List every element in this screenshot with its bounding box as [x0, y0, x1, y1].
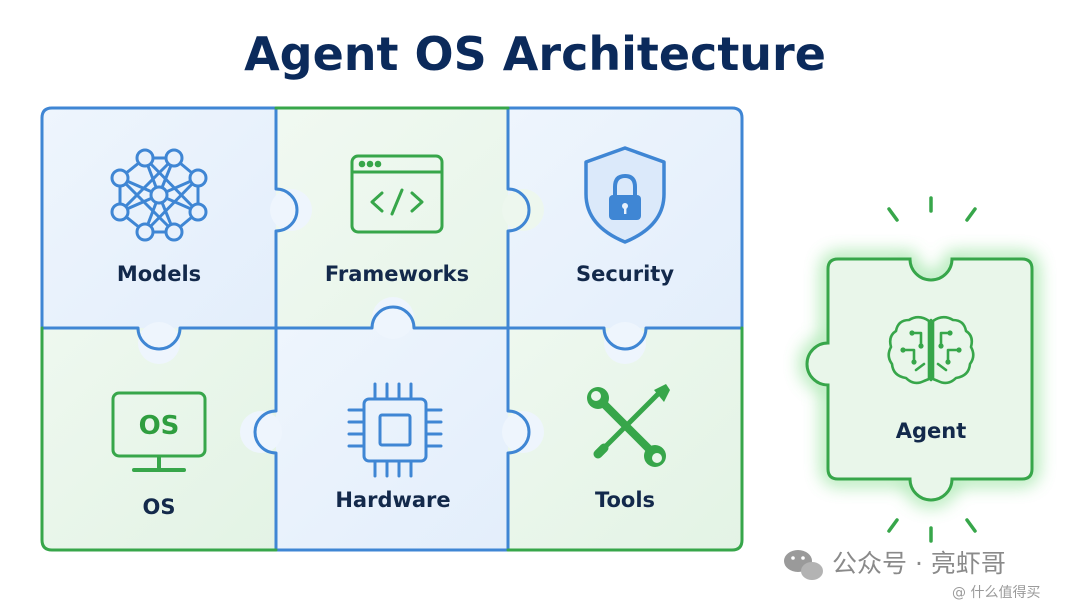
agent-label: Agent: [896, 419, 967, 443]
piece-hardware-fill: [276, 328, 508, 550]
monitor-icon: OS: [111, 391, 207, 472]
piece-label-frameworks: Frameworks: [325, 262, 469, 286]
piece-frameworks-fill: [276, 108, 508, 328]
monitor-screen-text: OS: [139, 411, 180, 441]
knob-hardware-tools: [502, 411, 544, 453]
agent-piece: Agent: [802, 196, 1037, 543]
piece-label-models: Models: [117, 262, 201, 286]
page-title: Agent OS Architecture: [244, 27, 826, 81]
brain-circuit-icon: [887, 315, 975, 385]
puzzle-grid: [40, 106, 744, 552]
piece-os-fill: [42, 328, 276, 550]
knob-hardware-os: [240, 411, 282, 453]
watermark-sub: @ 什么值得买: [952, 584, 1040, 601]
knob-models-os: [138, 322, 180, 364]
knob-frameworks-security: [502, 189, 544, 231]
agent-piece-shape: [805, 257, 1034, 502]
knob-security-tools: [604, 322, 646, 364]
knob-hardware-frameworks: [372, 297, 414, 339]
watermark: 公众号 · 亮虾哥 @ 什么值得买: [784, 549, 1040, 601]
neural-network-icon: [110, 148, 208, 242]
piece-label-security: Security: [576, 262, 674, 286]
piece-label-tools: Tools: [595, 488, 655, 512]
shield-lock-icon: [584, 146, 666, 244]
knob-models-frameworks: [270, 189, 312, 231]
watermark-text: 公众号 · 亮虾哥: [832, 549, 1006, 578]
code-window-icon: [350, 154, 444, 234]
wrench-screwdriver-icon: [587, 384, 670, 467]
wechat-icon: [784, 550, 823, 580]
piece-tools-fill: [508, 328, 742, 550]
piece-label-os: OS: [143, 495, 176, 519]
chip-icon: [347, 382, 443, 478]
piece-label-hardware: Hardware: [335, 488, 450, 512]
agent-glow-rays: [887, 196, 977, 543]
